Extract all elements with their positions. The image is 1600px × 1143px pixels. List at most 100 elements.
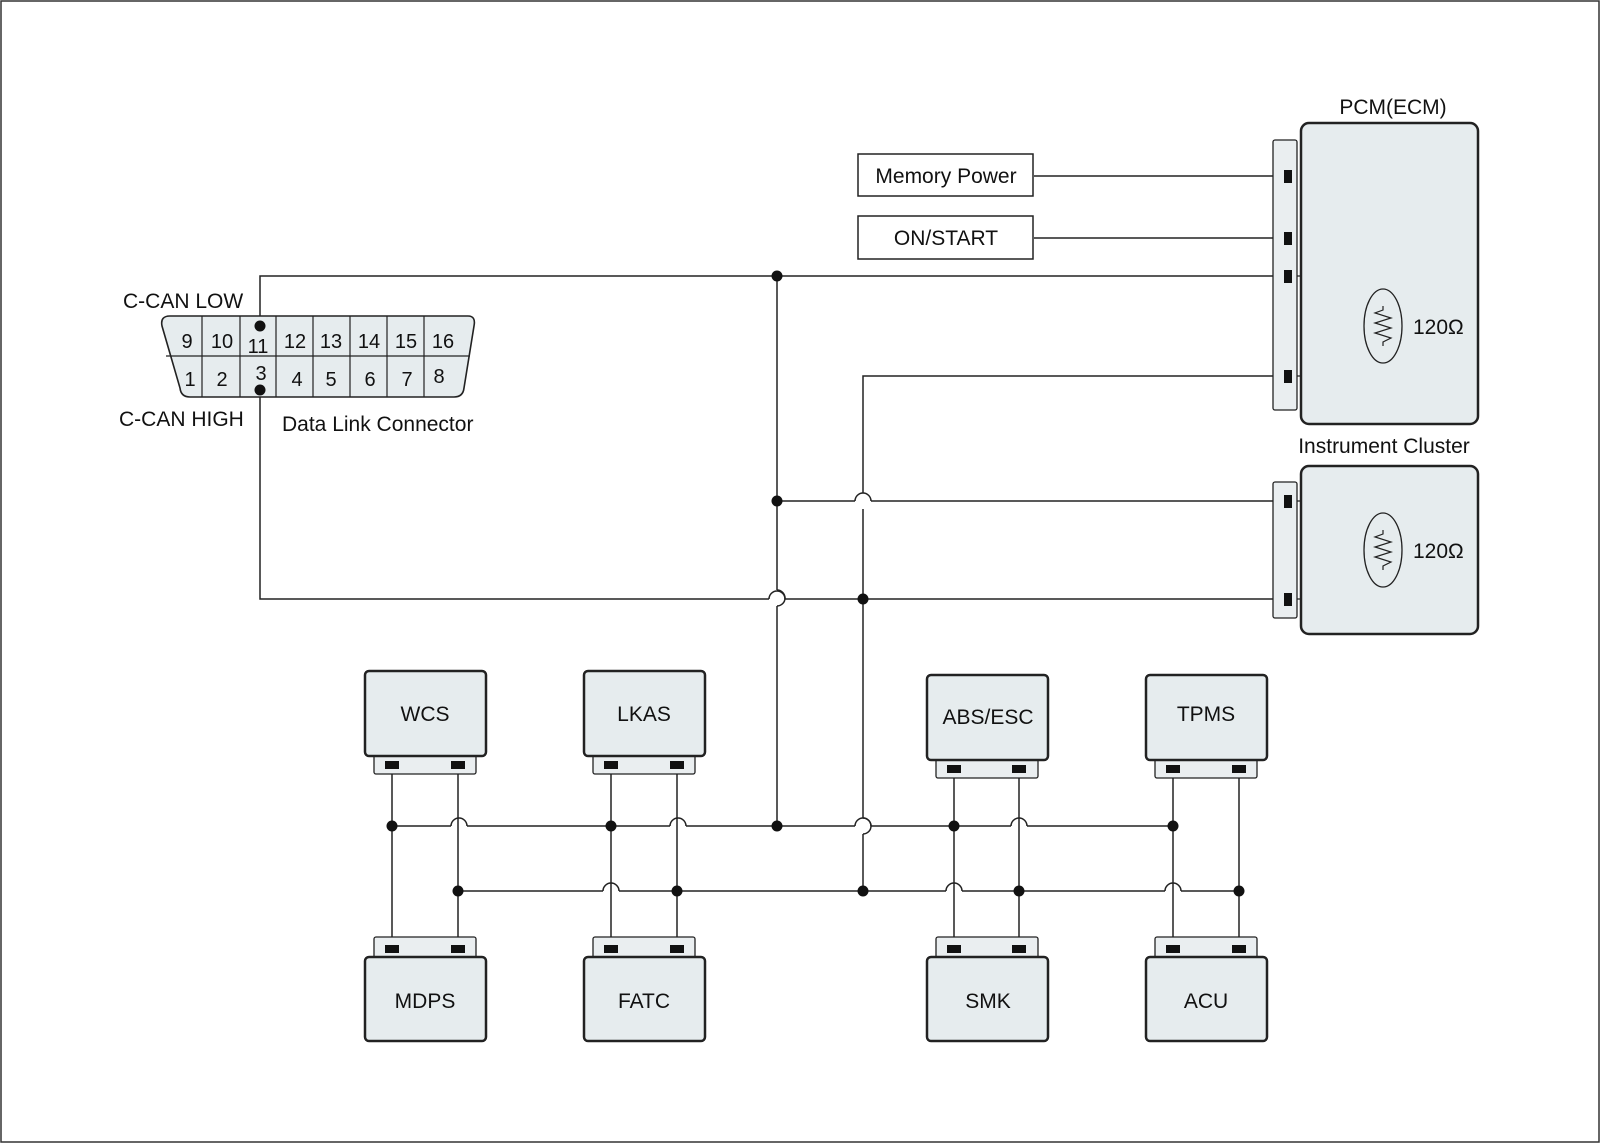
wcs-terminal	[451, 761, 465, 769]
smk-terminal	[947, 945, 961, 953]
dlc-pin-4: 4	[291, 369, 302, 391]
tpms-terminal	[1232, 765, 1246, 773]
dlc-pin-14: 14	[358, 331, 380, 353]
memory-power-label: Memory Power	[875, 165, 1016, 188]
mdps-body	[363, 955, 488, 1043]
fatc-terminal	[670, 945, 684, 953]
lkas-module: LKAS	[582, 669, 707, 775]
instrument-cluster-module: Instrument Cluster 120Ω	[1272, 435, 1480, 636]
abs-esc-body	[925, 673, 1050, 762]
dlc-pin-12: 12	[284, 331, 306, 353]
wcs-label: WCS	[401, 703, 450, 726]
cluster-terminal	[1284, 495, 1292, 508]
dlc-pin-15: 15	[395, 331, 417, 353]
smk-terminal	[1012, 945, 1026, 953]
low-bus-hop-3	[854, 817, 872, 827]
dlc-pin-10: 10	[211, 331, 233, 353]
junction-node	[1167, 820, 1179, 832]
cluster-connector	[1272, 481, 1298, 619]
junction-node	[948, 820, 960, 832]
low-bus-hop-2	[669, 817, 687, 827]
junction-node	[771, 820, 783, 832]
pcm-module: PCM(ECM) 120Ω	[1272, 96, 1480, 426]
smk-module: SMK	[925, 936, 1050, 1043]
on-start-source: ON/START	[857, 215, 1034, 260]
dlc-pin-16: 16	[432, 331, 454, 353]
wcs-body	[363, 669, 488, 758]
tpms-terminal	[1166, 765, 1180, 773]
fatc-body	[582, 955, 707, 1043]
can-low-label: C-CAN LOW	[123, 290, 243, 313]
smk-body	[925, 955, 1050, 1043]
pcm-body	[1299, 121, 1480, 426]
dlc-pin-3: 3	[255, 363, 266, 385]
dlc-pin-11: 11	[248, 336, 269, 358]
pcm-terminal	[1284, 232, 1292, 245]
dlc-pin-dividers	[201, 316, 425, 397]
dlc-name-label: Data Link Connector	[282, 413, 473, 436]
cluster-terminal	[1284, 593, 1292, 606]
tpms-body	[1144, 673, 1269, 762]
junction-node	[671, 885, 683, 897]
acu-terminal	[1232, 945, 1246, 953]
on-start-box	[857, 215, 1034, 260]
junction-node	[857, 593, 869, 605]
junction-node	[386, 820, 398, 832]
dlc-pin-8: 8	[433, 366, 444, 388]
lkas-body	[582, 669, 707, 758]
lkas-terminal	[670, 761, 684, 769]
junction-nodes	[386, 270, 1245, 897]
fatc-module: FATC	[582, 936, 707, 1043]
junction-node	[771, 270, 783, 282]
junction-node	[452, 885, 464, 897]
acu-body	[1144, 955, 1269, 1043]
cluster-title: Instrument Cluster	[1298, 435, 1470, 458]
acu-terminal	[1166, 945, 1180, 953]
tpms-label: TPMS	[1177, 703, 1235, 726]
junction-node	[605, 820, 617, 832]
wiring	[259, 175, 1384, 950]
abs-esc-label: ABS/ESC	[942, 706, 1033, 729]
abs-esc-terminal	[1012, 765, 1026, 773]
pcm-terminal	[1284, 170, 1292, 183]
can-high-label: C-CAN HIGH	[119, 408, 244, 431]
memory-power-source: Memory Power	[857, 153, 1034, 197]
dlc-pin-9: 9	[181, 331, 192, 353]
pcm-resistor-icon	[1372, 306, 1394, 346]
pcm-title: PCM(ECM)	[1339, 96, 1446, 119]
data-link-connector: 9 10 11 12 13 14 15 16 1 2 3 4 5 6 7 8 C…	[119, 290, 476, 436]
abs-esc-terminal	[947, 765, 961, 773]
low-bus-hop-1	[450, 817, 468, 827]
dlc-pin-2: 2	[216, 369, 227, 391]
wcs-terminal	[385, 761, 399, 769]
dlc-pin-11-dot	[254, 320, 266, 332]
on-start-label: ON/START	[894, 227, 998, 250]
cluster-body	[1299, 464, 1480, 636]
pcm-terminal	[1284, 270, 1292, 283]
cluster-resistor-ellipse	[1363, 512, 1403, 588]
mdps-terminal	[385, 945, 399, 953]
tpms-module: TPMS	[1144, 673, 1269, 779]
junction-node	[771, 495, 783, 507]
mdps-terminal	[451, 945, 465, 953]
can-high-pcm-wire	[862, 375, 1284, 493]
can-high-wire-dlc	[259, 390, 769, 600]
mdps-module: MDPS	[363, 936, 488, 1043]
lkas-label: LKAS	[617, 703, 671, 726]
pcm-resistor-label: 120Ω	[1413, 316, 1464, 339]
lkas-terminal	[604, 761, 618, 769]
pcm-resistor-ellipse	[1363, 288, 1403, 364]
fatc-terminal	[604, 945, 618, 953]
dlc-pin-7: 7	[401, 369, 412, 391]
can-low-cluster-hop	[854, 492, 872, 502]
junction-node	[1233, 885, 1245, 897]
pcm-terminal	[1284, 370, 1292, 383]
dlc-pin-1: 1	[184, 369, 195, 391]
mdps-label: MDPS	[395, 990, 456, 1013]
dlc-pin-5: 5	[325, 369, 336, 391]
can-high-trunk-hop	[862, 817, 872, 835]
dlc-pin-6: 6	[364, 369, 375, 391]
acu-module: ACU	[1144, 936, 1269, 1043]
